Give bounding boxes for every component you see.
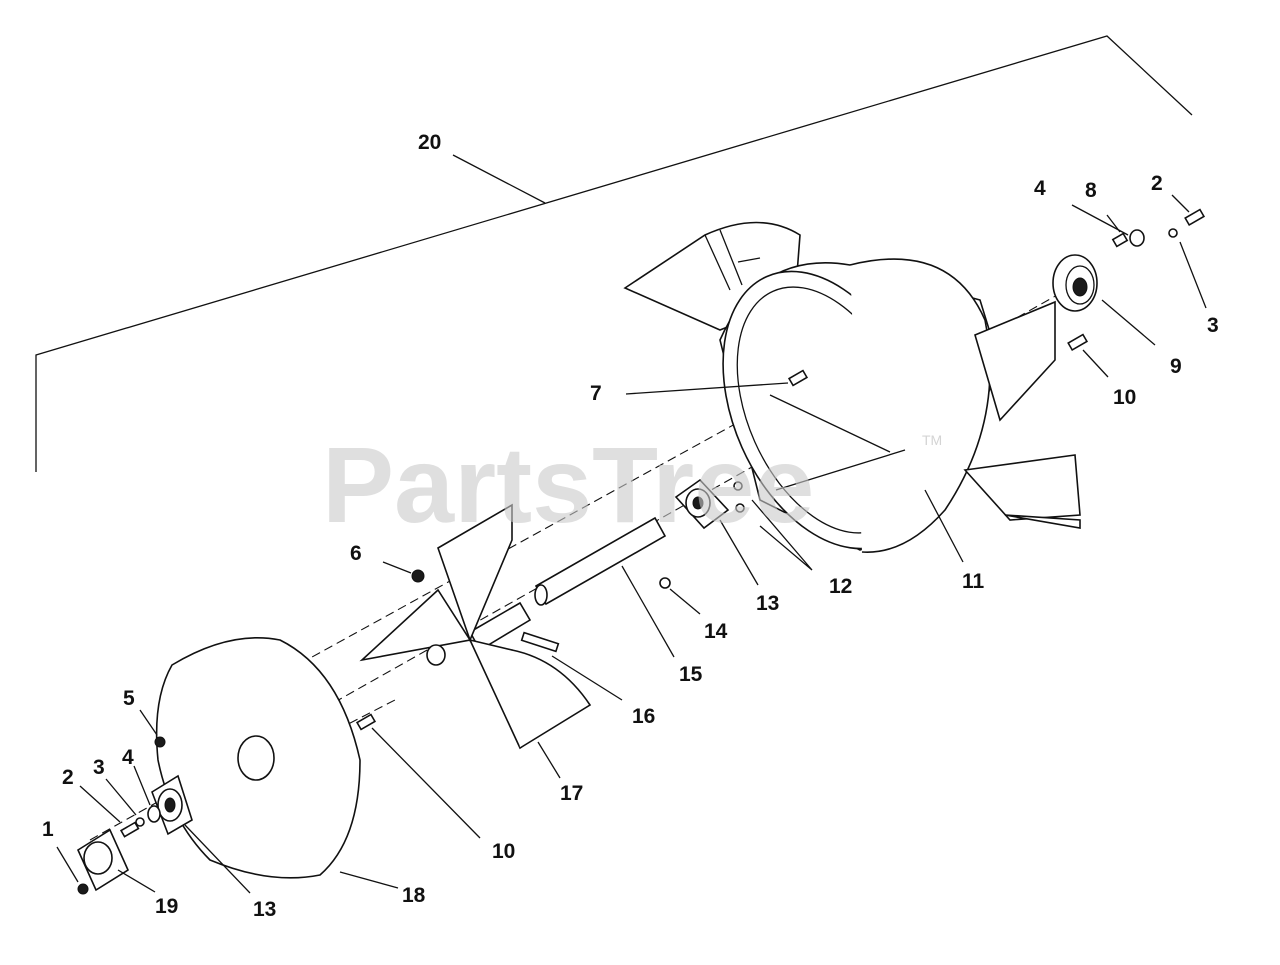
callout-6: 6: [350, 542, 362, 565]
leader-9: [1101, 299, 1156, 346]
pulley: [1052, 254, 1098, 312]
watermark-tm: TM: [922, 432, 942, 448]
callout-12: 12: [829, 575, 852, 598]
callout-1: 1: [42, 818, 54, 841]
assembly-bracket: [35, 35, 1193, 472]
callout-14: 14: [704, 620, 728, 643]
leader-19: [117, 869, 156, 893]
callout-16: 16: [632, 705, 655, 728]
bolt-10-right: [1067, 333, 1089, 352]
leader-13-right: [719, 519, 759, 586]
callout-3-left: 3: [93, 756, 105, 779]
leader-17: [537, 741, 561, 779]
leader-20: [452, 154, 546, 204]
leader-3-right: [1179, 241, 1207, 309]
callout-10-left: 10: [492, 840, 515, 863]
callout-9: 9: [1170, 355, 1182, 378]
leader-11: [924, 489, 964, 563]
washer-4-right: [1129, 229, 1145, 247]
callout-13-right: 13: [756, 592, 779, 615]
leader-14: [669, 588, 701, 615]
nut-1: [77, 883, 89, 895]
leader-3-left: [105, 778, 137, 816]
leader-2-left: [79, 785, 121, 823]
washer-12-a: [733, 481, 743, 491]
callout-8: 8: [1085, 179, 1097, 202]
bolt-10-left: [355, 713, 377, 731]
washer-12-b: [735, 503, 745, 513]
callout-17: 17: [560, 782, 583, 805]
bolt-2-right: [1184, 208, 1206, 227]
bearing-housing: [76, 828, 130, 892]
nut-6: [411, 569, 425, 583]
callout-2-left: 2: [62, 766, 74, 789]
back-plate: [155, 637, 361, 879]
callout-18: 18: [402, 884, 426, 907]
leader-16: [551, 655, 623, 701]
watermark: PartsTree: [322, 424, 814, 545]
nut-5: [154, 736, 166, 748]
bearing-right: [674, 478, 730, 530]
leader-15: [621, 565, 675, 658]
shaft: [468, 516, 667, 652]
callout-20: 20: [418, 131, 441, 154]
callout-2-right: 2: [1151, 172, 1163, 195]
callout-10-right: 10: [1113, 386, 1136, 409]
leader-4-left: [133, 765, 151, 806]
leader-10-right: [1082, 349, 1109, 378]
callout-11: 11: [962, 570, 985, 593]
blower-housing: [623, 221, 1081, 553]
callout-13-left: 13: [253, 898, 276, 921]
leader-8: [1106, 214, 1121, 233]
callout-5: 5: [123, 687, 135, 710]
key-8: [1111, 232, 1129, 248]
lockwasher-3-left: [135, 817, 145, 827]
leader-2-right: [1171, 194, 1190, 213]
bearing-left: [151, 774, 193, 836]
impeller: [359, 503, 592, 750]
callout-4-left: 4: [122, 746, 134, 769]
leader-1: [56, 846, 79, 883]
leader-6: [382, 561, 412, 574]
callout-4-right: 4: [1034, 177, 1046, 200]
leader-5: [139, 709, 158, 736]
leader-12: [751, 499, 813, 571]
callout-19: 19: [155, 895, 178, 918]
callout-15: 15: [679, 663, 703, 686]
callout-3-right: 3: [1207, 314, 1219, 337]
nut-14: [659, 577, 671, 589]
leader-13-left: [184, 824, 251, 894]
bolt-7: [787, 369, 809, 387]
lockwasher-3-right: [1168, 228, 1178, 238]
washer-4-left: [147, 805, 161, 823]
leader-10-left: [371, 727, 481, 839]
callout-7: 7: [590, 382, 602, 405]
bolt-16: [520, 631, 560, 653]
bolt-2-left: [119, 821, 140, 838]
leader-18: [339, 871, 399, 889]
leader-7: [625, 382, 789, 395]
